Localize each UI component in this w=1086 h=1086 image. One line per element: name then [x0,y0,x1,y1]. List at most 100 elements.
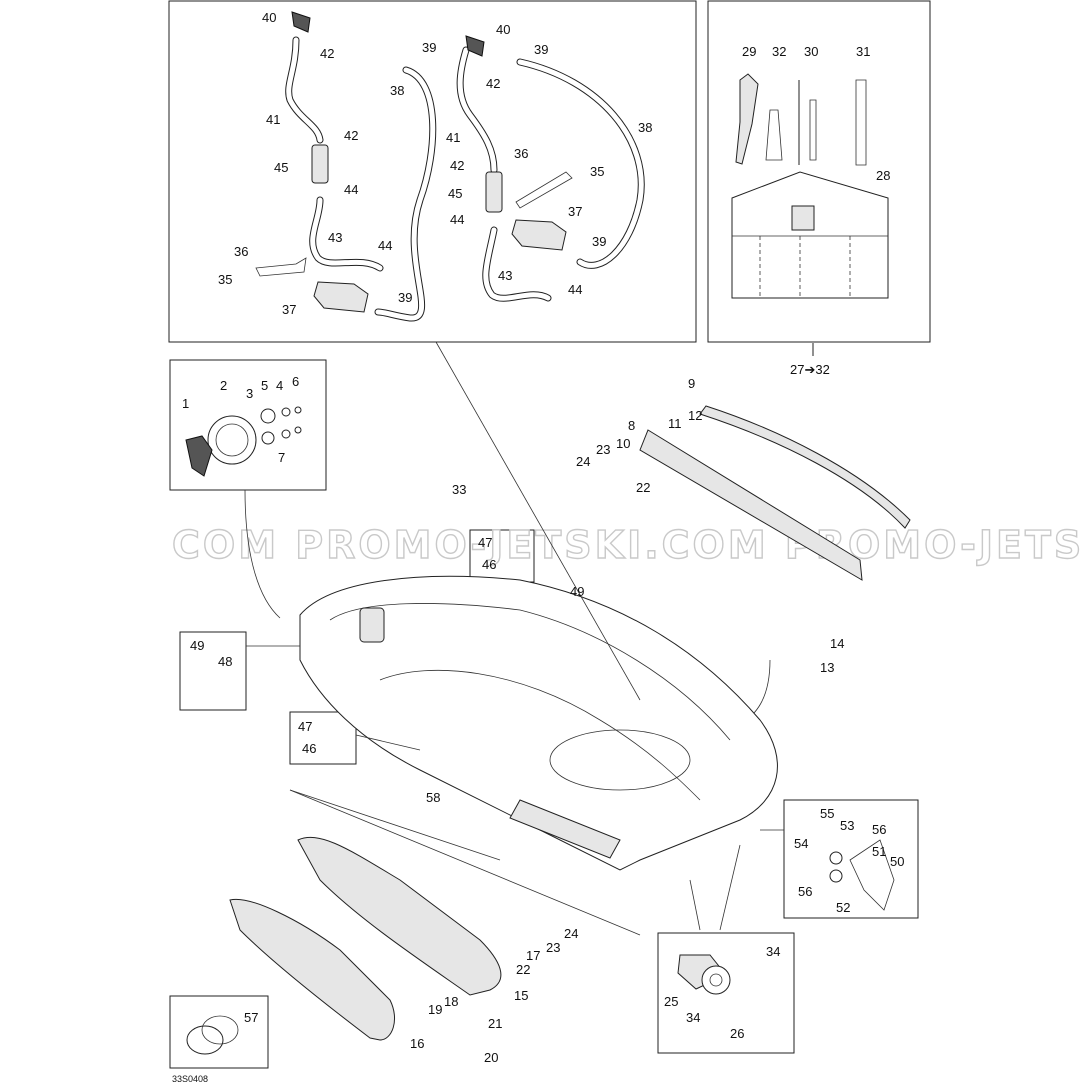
grab-handle-illustration [829,839,895,911]
callout-label: 2 [220,378,227,393]
tool-bag-shape [731,171,889,299]
callouts-side-bottom: 24 23 17 22 15 18 19 21 20 16 [410,926,578,1065]
callouts-hull: 58 [426,790,440,805]
fuel-hose-panel-frame [168,0,697,343]
callouts-left-box: 49 48 [190,638,232,669]
steering-detail-frame [169,359,327,491]
fuel-filter-shape [311,144,329,184]
callout-label: 49 [190,638,204,653]
callout-label: 5 [261,378,268,393]
callout-label: 43 [328,230,342,245]
callout-label: 45 [274,160,288,175]
callout-label: 44 [568,282,582,297]
handle-detail-frame [783,799,919,919]
callout-label: 42 [320,46,334,61]
callouts-pump: 34 25 34 26 [664,944,780,1041]
callout-label: 3 [246,386,253,401]
drawing-code: 33S0408 [172,1074,208,1084]
callout-label: 37 [282,302,296,317]
callout-label: 35 [590,164,604,179]
callout-label: 40 [496,22,510,37]
callouts-tools: 29 32 30 31 28 27➔32 [742,44,890,377]
callout-label: 41 [266,112,280,127]
callout-label: 48 [218,654,232,669]
callout-label: 55 [820,806,834,821]
callout-label: 14 [830,636,844,651]
callout-label: 39 [398,290,412,305]
callout-label: 33 [452,482,466,497]
callouts-top-mid: 40 39 42 41 38 42 36 35 45 44 37 39 43 4… [446,22,652,297]
insert-detail-frame [169,995,269,1069]
callout-label: 19 [428,1002,442,1017]
callout-label: 45 [448,186,462,201]
callout-label: 32 [772,44,786,59]
callout-label: 57 [244,1010,258,1025]
callout-label: 44 [450,212,464,227]
callout-label: 22 [516,962,530,977]
callouts-rear: 9 11 12 8 10 23 24 22 14 13 [576,376,844,675]
callout-label: 24 [564,926,578,941]
callout-label: 40 [262,10,276,25]
fuel-vent-hose-assembly-right [456,35,645,302]
callout-label: 10 [616,436,630,451]
leader-lines [246,341,784,931]
tool-kit-illustration [731,73,889,299]
clip-detail-frame-mid [289,711,357,765]
fuel-vent-hose-assembly-left [255,11,437,322]
callout-label: 23 [546,940,560,955]
callout-label: 16 [410,1036,424,1051]
callout-label: 25 [664,994,678,1009]
callout-label: 11 [668,416,682,431]
callout-label: 43 [498,268,512,283]
callout-label: 42 [486,76,500,91]
callout-label: 35 [218,272,232,287]
callout-label: 46 [482,557,496,572]
callout-label: 24 [576,454,590,469]
callout-label: 23 [596,442,610,457]
callout-label: 7 [278,450,285,465]
callout-label: 56 [798,884,812,899]
callout-label: 20 [484,1050,498,1065]
callout-label: 46 [302,741,316,756]
callout-label: 30 [804,44,818,59]
side-panels-illustration [229,789,641,1041]
callout-label: 38 [638,120,652,135]
callout-label: 49 [570,584,584,599]
callout-label: 42 [344,128,358,143]
callout-label: 4 [276,378,283,393]
callout-label: 41 [446,130,460,145]
callout-label: 12 [688,408,702,423]
callout-label: 17 [526,948,540,963]
callouts-top-left: 40 42 39 38 41 42 45 44 43 44 36 35 37 3… [218,10,436,317]
callout-label: 13 [820,660,834,675]
callout-label: 18 [444,994,458,1009]
callout-label: 21 [488,1016,502,1031]
callout-label: 44 [344,182,358,197]
callout-label: 6 [292,374,299,389]
watermark-text: COM PROMO-JETSKI.COM PROMO-JETSKI [172,523,1086,567]
callout-label: 26 [730,1026,744,1041]
hull-illustration [299,575,778,871]
pump-detail-frame [657,932,795,1054]
callout-label: 44 [378,238,392,253]
callout-label: 29 [742,44,756,59]
callout-label: 38 [390,83,404,98]
insert-illustration [186,1015,239,1055]
callout-label: 27➔32 [790,362,830,377]
callouts-insert: 57 [244,1010,258,1025]
callout-label: 1 [182,396,189,411]
callout-label: 39 [592,234,606,249]
callout-label: 54 [794,836,808,851]
callouts-handle: 55 53 56 54 51 50 56 52 [794,806,904,915]
steering-cover-illustration [185,406,302,477]
callout-label: 56 [872,822,886,837]
callout-label: 58 [426,790,440,805]
callout-label: 53 [840,818,854,833]
callout-label: 34 [766,944,780,959]
callout-label: 28 [876,168,890,183]
callout-label: 52 [836,900,850,915]
tool-kit-panel-frame [707,0,931,343]
callout-label: 39 [534,42,548,57]
callout-label: 39 [422,40,436,55]
